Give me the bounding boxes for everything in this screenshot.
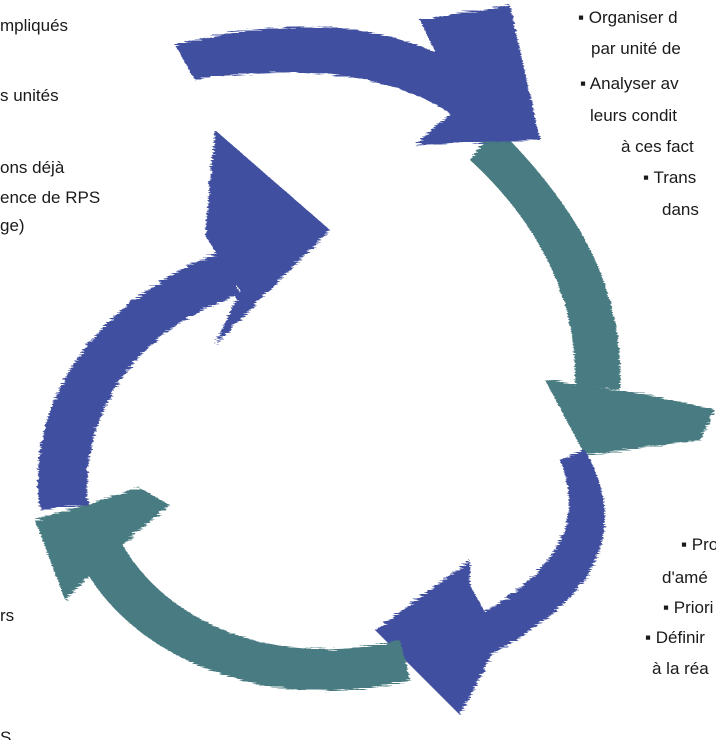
right-arrow <box>470 125 715 455</box>
top-right-text-line-5: à ces fact <box>621 137 694 156</box>
top-arrow-body <box>175 26 500 131</box>
right-arrow-body <box>470 125 621 390</box>
bottom-arrow <box>375 450 605 715</box>
top-right-text-line-1: ▪ Organiser d <box>578 8 678 27</box>
left-text-line-3: ons déjà <box>0 158 65 177</box>
bottom-left-arrow <box>35 488 410 691</box>
top-right-text-line-4: leurs condit <box>590 106 677 125</box>
bottom-right-text-line-5: à la réa <box>652 659 709 678</box>
left-text-line-5: ge) <box>0 216 25 235</box>
bottom-left-text-line-1: rs <box>0 606 15 625</box>
bottom-left-text-line-2: S <box>0 728 12 740</box>
top-right-text-line-6: ▪ Trans <box>643 168 697 187</box>
left-arrow-head <box>205 130 330 345</box>
left-arrow <box>37 130 330 510</box>
bottom-arrow-body <box>460 450 605 660</box>
top-arrow <box>175 5 540 145</box>
bottom-right-text-line-2: d'amé <box>662 568 708 587</box>
top-right-text-line-3: ▪ Analyser av <box>580 74 679 93</box>
bottom-left-arrow-body <box>80 540 410 691</box>
top-right-text-line-2: par unité de <box>591 39 681 58</box>
left-text-line-1: mpliqués <box>0 16 69 35</box>
left-text-line-4: ence de RPS <box>0 188 101 207</box>
left-text-line-2: s unités <box>0 86 59 105</box>
bottom-right-text-line-4: ▪ Définir <box>645 628 705 647</box>
bottom-arrow-head <box>375 560 500 715</box>
top-arrow-head <box>415 5 540 145</box>
bottom-right-text-line-3: ▪ Priori <box>663 598 714 617</box>
left-arrow-body <box>37 250 240 510</box>
top-right-text-line-7: dans <box>662 200 699 219</box>
bottom-right-text-line-1: ▪ Pro <box>681 535 716 554</box>
right-arrow-head <box>545 380 715 455</box>
bottom-left-arrow-head <box>35 488 170 600</box>
